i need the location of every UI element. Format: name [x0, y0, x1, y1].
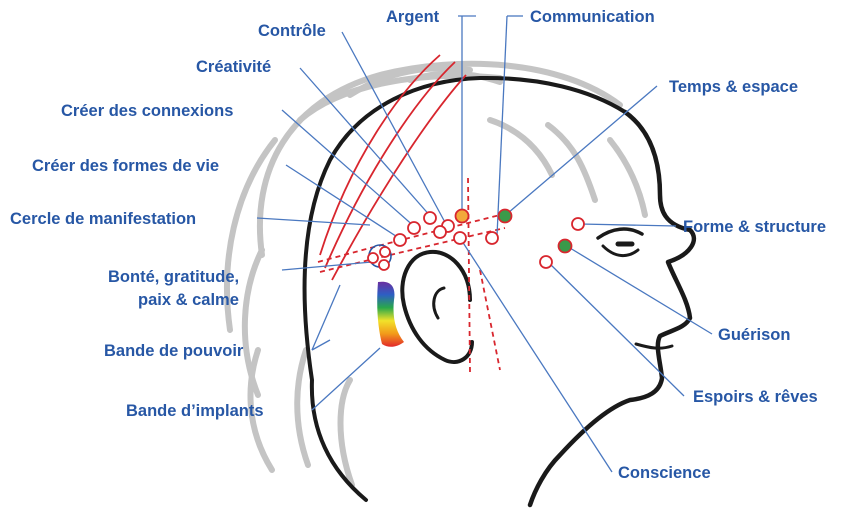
label-espoirs-reves: Espoirs & rêves	[693, 388, 818, 406]
point-conscience	[454, 232, 466, 244]
hair-strands	[227, 64, 645, 485]
point-bonte-a	[368, 253, 378, 263]
label-bonte-line1: Bonté, gratitude,	[108, 268, 239, 286]
point-bonte-b	[380, 247, 390, 257]
label-creativite: Créativité	[196, 58, 271, 76]
label-bande-pouvoir: Bande de pouvoir	[104, 342, 244, 360]
label-temps-espace: Temps & espace	[669, 78, 798, 96]
label-cercle-manifestation: Cercle de manifestation	[10, 210, 196, 228]
head-outline	[305, 78, 694, 505]
implant-band	[377, 282, 404, 347]
point-extra-a	[434, 226, 446, 238]
label-creer-connexions: Créer des connexions	[61, 102, 233, 120]
point-bonte-c	[379, 260, 389, 270]
label-creer-formes-vie: Créer des formes de vie	[32, 157, 219, 175]
point-creer-connexions	[408, 222, 420, 234]
label-forme-structure: Forme & structure	[683, 218, 826, 236]
label-argent: Argent	[386, 8, 440, 26]
label-communication: Communication	[530, 8, 655, 26]
point-forme-structure	[572, 218, 584, 230]
point-creer-formes-vie	[394, 234, 406, 246]
label-controle: Contrôle	[258, 22, 326, 40]
label-bande-implants: Bande d’implants	[126, 402, 264, 420]
point-creativite	[424, 212, 436, 224]
point-argent	[456, 210, 469, 223]
point-espoirs-reves	[540, 256, 552, 268]
point-communication	[499, 210, 512, 223]
leader-lines	[257, 16, 712, 472]
label-conscience: Conscience	[618, 464, 711, 482]
point-guerison	[559, 240, 572, 253]
label-bonte-line2: paix & calme	[138, 291, 239, 309]
energy-points	[368, 210, 584, 271]
label-guerison: Guérison	[718, 326, 790, 344]
point-temps-espace	[486, 232, 498, 244]
